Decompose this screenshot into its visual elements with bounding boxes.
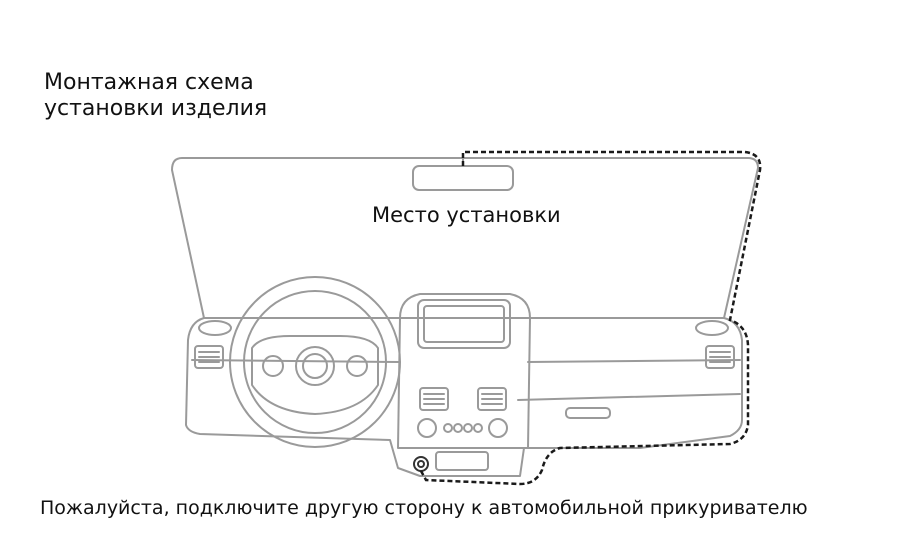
knob-left	[417, 418, 437, 438]
vent-left	[194, 345, 224, 369]
cigarette-lighter-socket	[413, 456, 429, 472]
center-vent-left	[419, 387, 449, 411]
storage-tray	[435, 451, 489, 471]
dashboard	[185, 317, 743, 477]
speaker-left	[198, 320, 232, 336]
rearview-mirror	[412, 165, 514, 191]
speaker-right	[695, 320, 729, 336]
infotainment-screen	[417, 299, 511, 349]
title-line-1: Монтажная схема	[44, 70, 254, 95]
diagram-title: Монтажная схема установки изделия	[44, 70, 267, 122]
instruction-text: Пожалуйста, подключите другую сторону к …	[40, 497, 808, 519]
glove-box-handle	[565, 407, 611, 419]
center-vent-right	[477, 387, 507, 411]
center-console	[397, 293, 531, 449]
steering-wheel-hub	[251, 335, 379, 415]
cable-route	[419, 150, 762, 486]
mount-location-label: Место установки	[372, 203, 561, 227]
vent-right	[705, 345, 735, 369]
title-line-2: установки изделия	[44, 96, 268, 121]
knob-right	[488, 418, 508, 438]
